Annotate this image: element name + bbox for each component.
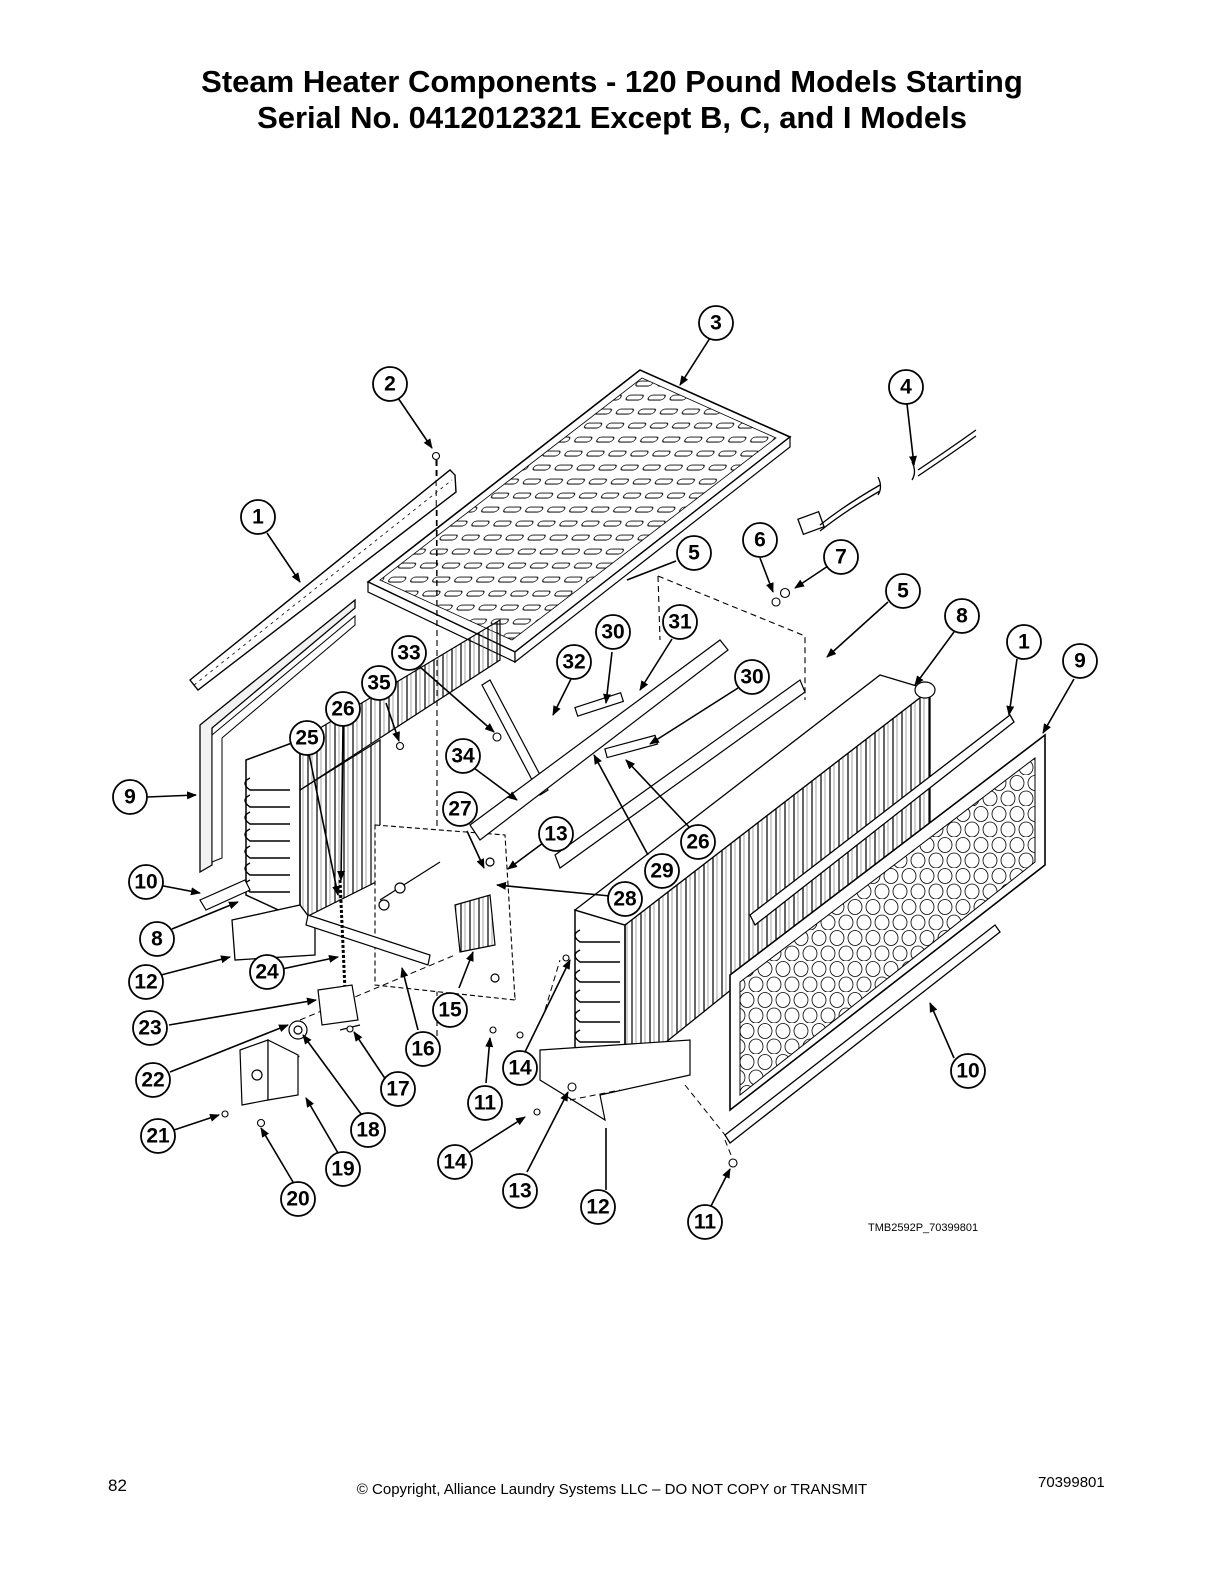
callout-35: 35	[367, 672, 391, 695]
callout-22: 22	[141, 1069, 164, 1092]
callout-25: 25	[295, 727, 319, 750]
callout-numbers: 1 2 3 4 5 6 7 5 8 1 9 30 31 32 33 35 26 …	[124, 312, 1086, 1234]
copyright-notice: © Copyright, Alliance Laundry Systems LL…	[356, 1481, 868, 1498]
callout-33: 33	[397, 642, 420, 665]
callout-31: 31	[668, 611, 692, 634]
page-title-line1: Steam Heater Components - 120 Pound Mode…	[201, 64, 1023, 99]
callout-11b: 11	[694, 1211, 717, 1234]
callout-9: 9	[1074, 650, 1086, 673]
callout-28: 28	[613, 888, 637, 911]
callout-9b: 9	[124, 786, 136, 809]
callout-30: 30	[601, 621, 624, 644]
callout-1b: 1	[1018, 631, 1030, 654]
callout-5: 5	[688, 542, 700, 565]
fastener-hardware	[221, 451, 791, 1168]
chain	[338, 879, 347, 991]
callout-13: 13	[544, 823, 567, 846]
left-lower-brackets	[199, 879, 316, 961]
callout-32: 32	[562, 651, 585, 674]
callout-18: 18	[356, 1119, 380, 1142]
callout-8: 8	[956, 605, 968, 628]
page-number: 82	[108, 1476, 127, 1495]
callout-24: 24	[255, 961, 279, 984]
right-filter-screen	[729, 733, 1046, 1112]
callout-21: 21	[146, 1125, 170, 1148]
callout-20: 20	[286, 1188, 309, 1211]
callout-8b: 8	[151, 928, 163, 951]
callout-30b: 30	[740, 666, 763, 689]
right-top-rail	[749, 714, 1015, 927]
power-cord	[797, 429, 977, 536]
callout-29: 29	[650, 860, 673, 883]
callout-5b: 5	[897, 580, 909, 603]
callout-34: 34	[451, 745, 475, 768]
interior-parts	[305, 639, 806, 983]
callout-1: 1	[252, 506, 264, 529]
callout-14: 14	[508, 1057, 532, 1080]
callout-10: 10	[134, 871, 157, 894]
callout-10b: 10	[956, 1060, 979, 1083]
callout-4: 4	[900, 376, 912, 399]
callout-13b: 13	[508, 1180, 531, 1203]
callout-7: 7	[835, 546, 847, 569]
callout-16: 16	[411, 1038, 434, 1061]
top-cover-panel	[366, 369, 792, 664]
callout-15: 15	[438, 999, 462, 1022]
callout-circles	[112, 305, 1098, 1240]
callout-leaders	[146, 337, 1075, 1207]
callout-26b: 26	[686, 831, 709, 854]
left-side-panel	[199, 598, 356, 874]
callout-12: 12	[134, 971, 157, 994]
callout-17: 17	[386, 1078, 409, 1101]
callout-2: 2	[384, 373, 396, 396]
document-number: 70399801	[1038, 1474, 1105, 1491]
screw-2-dashed-line	[435, 459, 438, 641]
callout-26: 26	[331, 698, 354, 721]
right-bottom-rail	[724, 924, 1001, 1144]
callout-6: 6	[754, 529, 766, 552]
left-top-rail	[189, 469, 457, 691]
callout-11: 11	[474, 1092, 497, 1115]
page-title-line2: Serial No. 0412012321 Except B, C, and I…	[257, 100, 967, 135]
right-lower-bracket	[539, 1039, 691, 1122]
callout-12b: 12	[586, 1196, 609, 1219]
callout-19: 19	[331, 1158, 354, 1181]
callout-23: 23	[138, 1017, 161, 1040]
callout-14b: 14	[443, 1151, 467, 1174]
callout-27: 27	[448, 798, 471, 821]
callout-3: 3	[710, 312, 722, 335]
drawing-reference-code: TMB2592P_70399801	[868, 1222, 979, 1234]
